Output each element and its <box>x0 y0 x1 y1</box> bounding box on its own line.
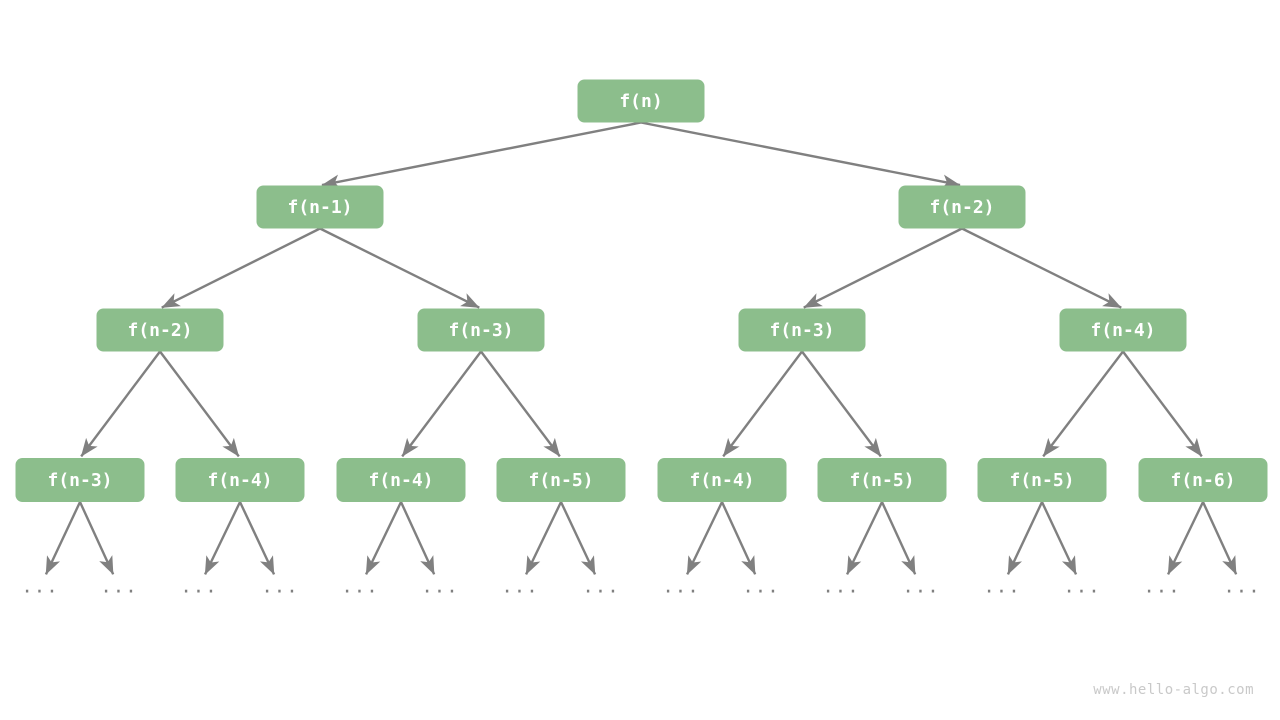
tree-node-box <box>738 308 866 352</box>
tree-edge <box>238 501 276 575</box>
tree-node[interactable]: f(n-4) <box>657 458 787 502</box>
tree-node[interactable]: f(n-2) <box>96 308 224 352</box>
tree-edge <box>161 227 321 309</box>
tree-edge <box>801 350 882 458</box>
tree-node[interactable]: f(n-3) <box>738 308 866 352</box>
tree-node[interactable]: f(n-3) <box>417 308 545 352</box>
ellipsis-node: ... <box>21 576 58 598</box>
tree-node-box <box>336 458 466 502</box>
tree-node-label: f(n-5) <box>849 470 914 491</box>
tree-edge <box>321 121 642 189</box>
tree-node-box <box>577 79 705 123</box>
ellipsis-layer: ........................................… <box>21 576 1260 598</box>
ellipsis-node: ... <box>662 576 699 598</box>
tree-node-box <box>96 308 224 352</box>
tree-edge <box>401 350 482 458</box>
tree-edge <box>880 501 917 575</box>
ellipsis-node: ... <box>742 576 779 598</box>
ellipsis-node: ... <box>822 576 859 598</box>
tree-node-box <box>417 308 545 352</box>
ellipsis-node: ... <box>421 576 458 598</box>
tree-node-label: f(n-4) <box>689 470 754 491</box>
tree-edge <box>846 501 884 575</box>
tree-edge <box>1201 501 1238 575</box>
tree-node-label: f(n-4) <box>368 470 433 491</box>
tree-edge <box>720 501 757 575</box>
tree-node-label: f(n) <box>619 91 662 112</box>
tree-edge <box>1167 501 1205 575</box>
tree-edge <box>365 501 403 575</box>
tree-node-box <box>256 185 384 229</box>
tree-node-label: f(n-4) <box>207 470 272 491</box>
tree-node[interactable]: f(n-6) <box>1138 458 1268 502</box>
tree-node[interactable]: f(n-2) <box>898 185 1026 229</box>
tree-edge <box>961 227 1122 309</box>
tree-node-box <box>898 185 1026 229</box>
tree-node[interactable]: f(n-5) <box>496 458 626 502</box>
tree-node-label: f(n-2) <box>929 197 994 218</box>
tree-node-box <box>817 458 947 502</box>
tree-node-label: f(n-1) <box>287 197 352 218</box>
tree-edge <box>1040 501 1078 575</box>
tree-node[interactable]: f(n-4) <box>175 458 305 502</box>
tree-edge <box>319 227 480 309</box>
ellipsis-node: ... <box>100 576 137 598</box>
tree-node[interactable]: f(n-4) <box>1059 308 1187 352</box>
tree-node-label: f(n-4) <box>1090 320 1155 341</box>
ellipsis-node: ... <box>501 576 538 598</box>
tree-node[interactable]: f(n-4) <box>336 458 466 502</box>
tree-node[interactable]: f(n-3) <box>15 458 145 502</box>
tree-edge <box>1122 350 1203 458</box>
tree-node[interactable]: f(n) <box>577 79 705 123</box>
tree-node-box <box>15 458 145 502</box>
tree-node[interactable]: f(n-5) <box>817 458 947 502</box>
ellipsis-node: ... <box>261 576 298 598</box>
ellipsis-node: ... <box>341 576 378 598</box>
ellipsis-node: ... <box>983 576 1020 598</box>
tree-node[interactable]: f(n-1) <box>256 185 384 229</box>
tree-edge <box>1042 350 1124 458</box>
tree-edge <box>686 501 724 575</box>
tree-node-box <box>1059 308 1187 352</box>
tree-node-box <box>977 458 1107 502</box>
tree-edge <box>803 227 963 309</box>
nodes-layer: f(n) f(n-1) f(n-2) f(n-2) f(n-3) f(n-3) f(n-4)… <box>15 79 1268 502</box>
tree-edge <box>1006 501 1044 575</box>
tree-edge <box>80 350 161 458</box>
tree-edge <box>640 121 961 189</box>
ellipsis-node: ... <box>1223 576 1260 598</box>
tree-edge <box>722 350 803 458</box>
tree-edge <box>204 501 242 575</box>
tree-node-label: f(n-3) <box>47 470 112 491</box>
tree-edge <box>525 501 563 575</box>
tree-node-label: f(n-6) <box>1170 470 1235 491</box>
ellipsis-node: ... <box>1063 576 1100 598</box>
ellipsis-node: ... <box>902 576 939 598</box>
edges-layer <box>44 121 1238 575</box>
tree-node-label: f(n-3) <box>769 320 834 341</box>
tree-edge <box>78 501 115 575</box>
tree-node-box <box>496 458 626 502</box>
tree-node[interactable]: f(n-5) <box>977 458 1107 502</box>
ellipsis-node: ... <box>1143 576 1180 598</box>
tree-edge <box>159 350 240 458</box>
tree-edge <box>399 501 436 575</box>
tree-edge <box>44 501 82 575</box>
tree-node-box <box>657 458 787 502</box>
tree-node-label: f(n-2) <box>127 320 192 341</box>
watermark: www.hello-algo.com <box>1093 682 1254 698</box>
tree-node-box <box>1138 458 1268 502</box>
tree-edge <box>559 501 597 575</box>
tree-edge <box>480 350 561 458</box>
ellipsis-node: ... <box>582 576 619 598</box>
tree-node-label: f(n-5) <box>1009 470 1074 491</box>
tree-node-box <box>175 458 305 502</box>
tree-node-label: f(n-3) <box>448 320 513 341</box>
ellipsis-node: ... <box>180 576 217 598</box>
tree-node-label: f(n-5) <box>528 470 593 491</box>
